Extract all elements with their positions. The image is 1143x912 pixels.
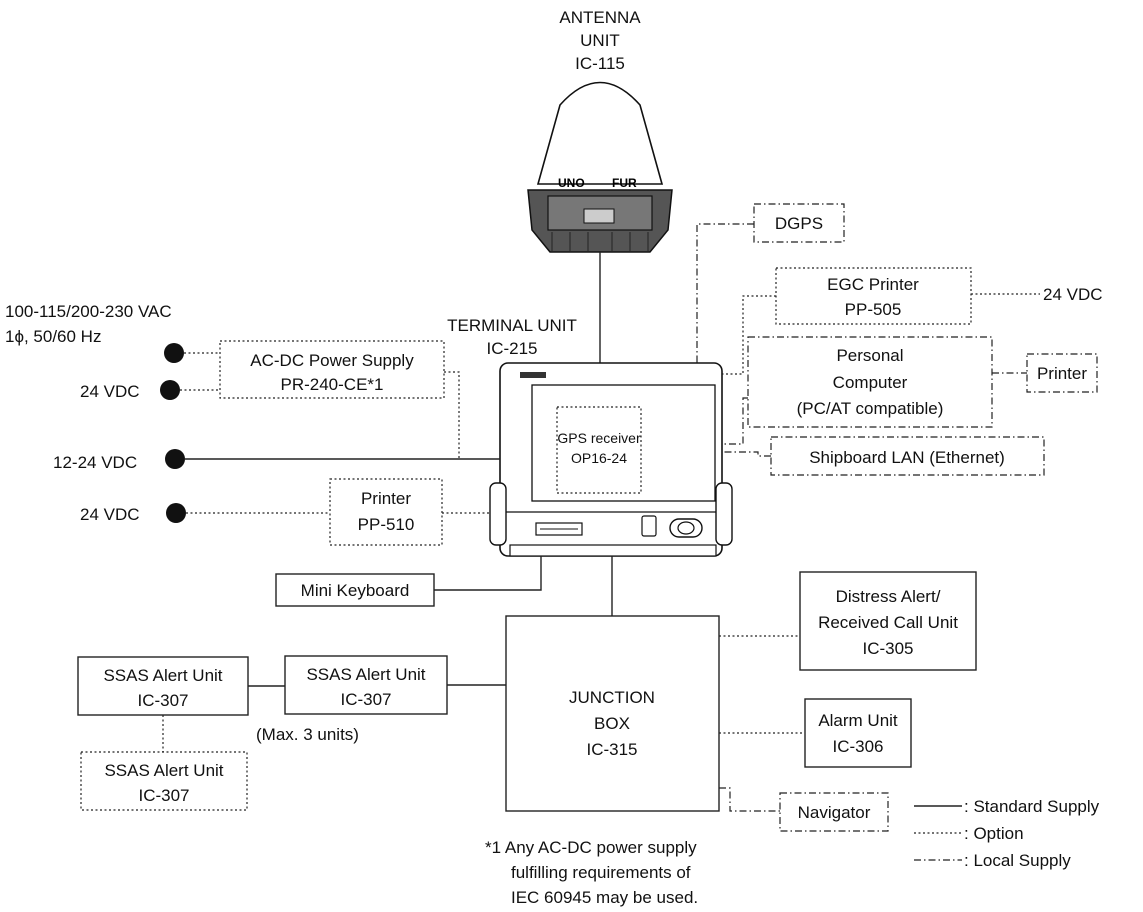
- power-supply-label: AC-DC Power Supply: [250, 351, 414, 370]
- gps-receiver-model: OP16-24: [571, 450, 627, 466]
- terminal-label: TERMINAL UNIT: [447, 316, 577, 335]
- mini-keyboard-label: Mini Keyboard: [301, 581, 410, 600]
- navigator-box: [779, 792, 889, 832]
- alarm-unit-box: [804, 698, 912, 768]
- ssas-a-model: IC-307: [137, 691, 188, 710]
- distress-model: IC-305: [862, 639, 913, 658]
- pc-printer-label: Printer: [1037, 364, 1087, 383]
- antenna-label: ANTENNA: [559, 8, 641, 27]
- footnote-line2: fulfilling requirements of: [511, 863, 691, 882]
- power-input-line1: 100-115/200-230 VAC: [5, 302, 172, 321]
- legend-option: : Option: [964, 824, 1024, 843]
- vdc-12-24-dot: [165, 449, 185, 469]
- ac-dc-power-supply-box: [219, 340, 445, 399]
- ssas-c-model: IC-307: [138, 786, 189, 805]
- antenna-radome: [536, 81, 664, 185]
- terminal-unit: GPS receiver OP16-24: [489, 362, 733, 557]
- legend: : Standard Supply : Option : Local Suppl…: [914, 797, 1100, 870]
- vdc-24-b-dot: [166, 503, 186, 523]
- antenna-unit: ANTENNA UNIT IC-115 UNO FUR: [527, 8, 673, 253]
- vdc-12-24-label: 12-24 VDC: [53, 453, 137, 472]
- alarm-unit-model: IC-306: [832, 737, 883, 756]
- antenna-label-unit: UNIT: [580, 31, 620, 50]
- power-supply-model: PR-240-CE*1: [281, 375, 384, 394]
- terminal-model: IC-215: [486, 339, 537, 358]
- alarm-unit-label: Alarm Unit: [818, 711, 898, 730]
- terminal-logo: [520, 372, 546, 378]
- pc-printer-box: [1026, 353, 1098, 393]
- egc-printer-model: PP-505: [845, 300, 902, 319]
- shipboard-lan-box: [770, 436, 1045, 476]
- legend-standard: : Standard Supply: [964, 797, 1100, 816]
- ssas-a-label: SSAS Alert Unit: [103, 666, 222, 685]
- card-slot: [641, 515, 657, 537]
- antenna-brand-right: FUR: [612, 176, 637, 190]
- egc-printer-box: [775, 267, 972, 325]
- distress-label-line1: Distress Alert/: [836, 587, 941, 606]
- mini-keyboard-box: [275, 573, 435, 607]
- legend-local: : Local Supply: [964, 851, 1071, 870]
- junction-box: [505, 615, 720, 812]
- antenna-model: IC-115: [575, 54, 625, 73]
- egc-printer-label: EGC Printer: [827, 275, 919, 294]
- ssas-alert-unit-c-box: [80, 751, 248, 811]
- pc-label-line3: (PC/AT compatible): [797, 399, 944, 418]
- personal-computer-box: [747, 336, 993, 428]
- footnote-line3: IEC 60945 may be used.: [511, 888, 698, 907]
- terminal-handle-right: [715, 482, 733, 546]
- antenna-connector: [583, 208, 615, 224]
- printer-pp510-box: [329, 478, 443, 546]
- gps-receiver-label: GPS receiver: [557, 430, 641, 446]
- gps-receiver-box: [556, 406, 642, 494]
- terminal-base: [509, 544, 717, 557]
- ac-terminal-dot: [164, 343, 184, 363]
- terminal-handle-left: [489, 482, 507, 546]
- junction-box-label-line1: JUNCTION: [569, 688, 655, 707]
- dgps-label: DGPS: [775, 214, 823, 233]
- pc-label-line1: Personal: [836, 346, 903, 365]
- power-input-line2: 1ϕ, 50/60 Hz: [5, 327, 101, 346]
- shipboard-lan-label: Shipboard LAN (Ethernet): [809, 448, 1005, 467]
- junction-box-label-line2: BOX: [594, 714, 630, 733]
- egc-power-label: 24 VDC: [1043, 285, 1103, 304]
- ssas-c-label: SSAS Alert Unit: [104, 761, 223, 780]
- navigator-label: Navigator: [798, 803, 871, 822]
- printer-pp510-label: Printer: [361, 489, 411, 508]
- vdc-24-a-label: 24 VDC: [80, 382, 140, 401]
- antenna-brand-left: UNO: [558, 176, 585, 190]
- junction-box-model: IC-315: [586, 740, 637, 759]
- dgps-box: [753, 203, 845, 243]
- ssas-b-label: SSAS Alert Unit: [306, 665, 425, 684]
- vdc-24-a-dot: [160, 380, 180, 400]
- distress-alert-unit-box: [799, 571, 977, 671]
- footnote-line1: *1 Any AC-DC power supply: [485, 838, 697, 857]
- distress-label-line2: Received Call Unit: [818, 613, 958, 632]
- ssas-max-note: (Max. 3 units): [256, 725, 359, 744]
- ssas-alert-unit-b-box: [284, 655, 448, 715]
- pc-label-line2: Computer: [833, 373, 908, 392]
- vdc-24-b-label: 24 VDC: [80, 505, 140, 524]
- printer-pp510-model: PP-510: [358, 515, 415, 534]
- ssas-b-model: IC-307: [340, 690, 391, 709]
